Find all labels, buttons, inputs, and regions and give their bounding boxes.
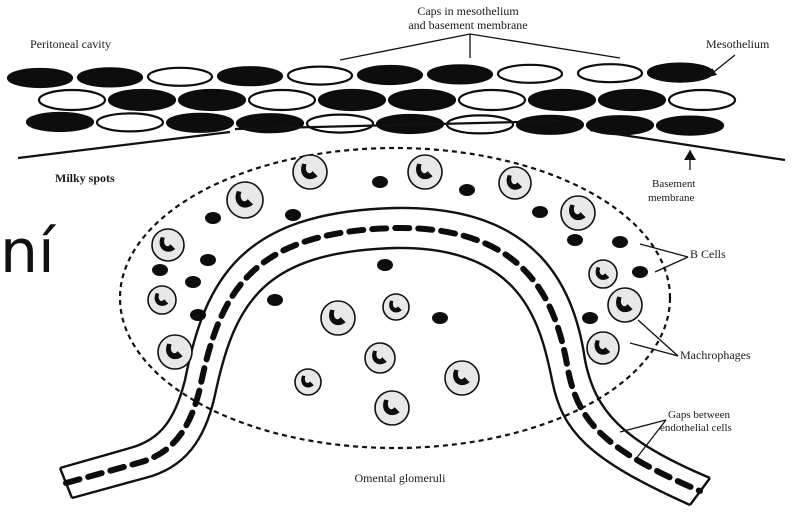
mesothelial-cell	[428, 65, 492, 83]
b-cell	[372, 176, 388, 188]
macrophage-body	[561, 196, 595, 230]
macrophage-body	[227, 182, 263, 218]
b-cell	[267, 294, 283, 306]
leader-line	[340, 34, 470, 60]
mesothelial-cell	[249, 90, 315, 110]
b-cell	[432, 312, 448, 324]
macrophage-body	[383, 294, 409, 320]
macrophage	[561, 196, 595, 230]
mesothelial-cell	[459, 90, 525, 110]
b-cell	[459, 184, 475, 196]
macrophage-body	[321, 301, 355, 335]
macrophage	[227, 182, 263, 218]
b-cell	[582, 312, 598, 324]
mesothelial-cell	[319, 90, 385, 110]
leader-line	[640, 244, 688, 257]
macrophage-body	[148, 286, 176, 314]
mesothelial-cell	[109, 90, 175, 110]
mesothelial-cell	[307, 115, 373, 133]
b-cell	[612, 236, 628, 248]
macrophage	[321, 301, 355, 335]
macrophage-body	[375, 391, 409, 425]
macrophage-body	[295, 369, 321, 395]
label-macrophages: Machrophages	[680, 348, 751, 362]
macrophage-body	[152, 229, 184, 261]
macrophage	[152, 229, 184, 261]
label-peritoneal-cavity: Peritoneal cavity	[30, 37, 111, 51]
macrophage-body	[293, 155, 327, 189]
label-gaps-line2: endothelial cells	[660, 422, 732, 434]
mesothelial-cell	[78, 68, 142, 86]
macrophage	[148, 286, 176, 314]
macrophage	[295, 369, 321, 395]
macrophage	[408, 155, 442, 189]
mesothelial-cell	[599, 90, 665, 110]
mesothelial-cell	[389, 90, 455, 110]
b-cell	[532, 206, 548, 218]
macrophage	[445, 361, 479, 395]
basement-membrane-line	[18, 132, 230, 158]
mesothelial-cell	[218, 67, 282, 85]
mesothelial-cell	[578, 64, 642, 82]
macrophage-body	[587, 332, 619, 364]
macrophage	[365, 343, 395, 373]
macrophage-body	[408, 155, 442, 189]
macrophage	[499, 167, 531, 199]
mesothelial-cell	[498, 65, 562, 83]
label-caps-line2: and basement membrane	[408, 18, 527, 32]
macrophage-body	[499, 167, 531, 199]
mesothelial-cell	[657, 117, 723, 135]
b-cell	[567, 234, 583, 246]
mesothelial-cell	[148, 68, 212, 86]
b-cell	[190, 309, 206, 321]
macrophage	[383, 294, 409, 320]
macrophage	[158, 335, 192, 369]
b-cell	[377, 259, 393, 271]
label-omental-glomeruli: Omental glomeruli	[355, 471, 447, 485]
macrophage	[293, 155, 327, 189]
mesothelial-cell	[669, 90, 735, 110]
macrophage	[375, 391, 409, 425]
macrophage-body	[158, 335, 192, 369]
b-cell	[285, 209, 301, 221]
b-cell	[632, 266, 648, 278]
label-mesothelium: Mesothelium	[706, 37, 770, 51]
label-gaps-line1: Gaps between	[668, 409, 731, 421]
b-cell	[185, 276, 201, 288]
label-basement-line2: membrane	[648, 192, 695, 204]
macrophage	[587, 332, 619, 364]
b-cell	[152, 264, 168, 276]
mesothelial-cell	[39, 90, 105, 110]
mesothelial-cell	[648, 64, 712, 82]
label-milky-spots: Milky spots	[55, 171, 115, 185]
mesothelial-cell	[27, 113, 93, 131]
mesothelial-cell	[288, 67, 352, 85]
label-b-cells: B Cells	[690, 247, 726, 261]
b-cell	[200, 254, 216, 266]
mesothelial-cell	[529, 90, 595, 110]
macrophage-body	[589, 260, 617, 288]
mesothelial-cell	[517, 116, 583, 134]
macrophage-body	[445, 361, 479, 395]
b-cell	[205, 212, 221, 224]
mesothelial-cell	[358, 66, 422, 84]
mesothelial-cell	[167, 114, 233, 132]
macrophage-body	[365, 343, 395, 373]
macrophage-body	[608, 288, 642, 322]
mesothelial-cell	[97, 113, 163, 131]
mesothelial-cell	[8, 69, 72, 87]
mesothelium-layer	[8, 64, 735, 135]
label-basement-line1: Basement	[652, 178, 695, 190]
mesothelial-cell	[179, 90, 245, 110]
macrophage	[589, 260, 617, 288]
leader-line	[470, 34, 620, 58]
macrophage	[608, 288, 642, 322]
arrow-head-basement	[684, 150, 696, 160]
label-caps-line1: Caps in mesothelium	[417, 4, 519, 18]
